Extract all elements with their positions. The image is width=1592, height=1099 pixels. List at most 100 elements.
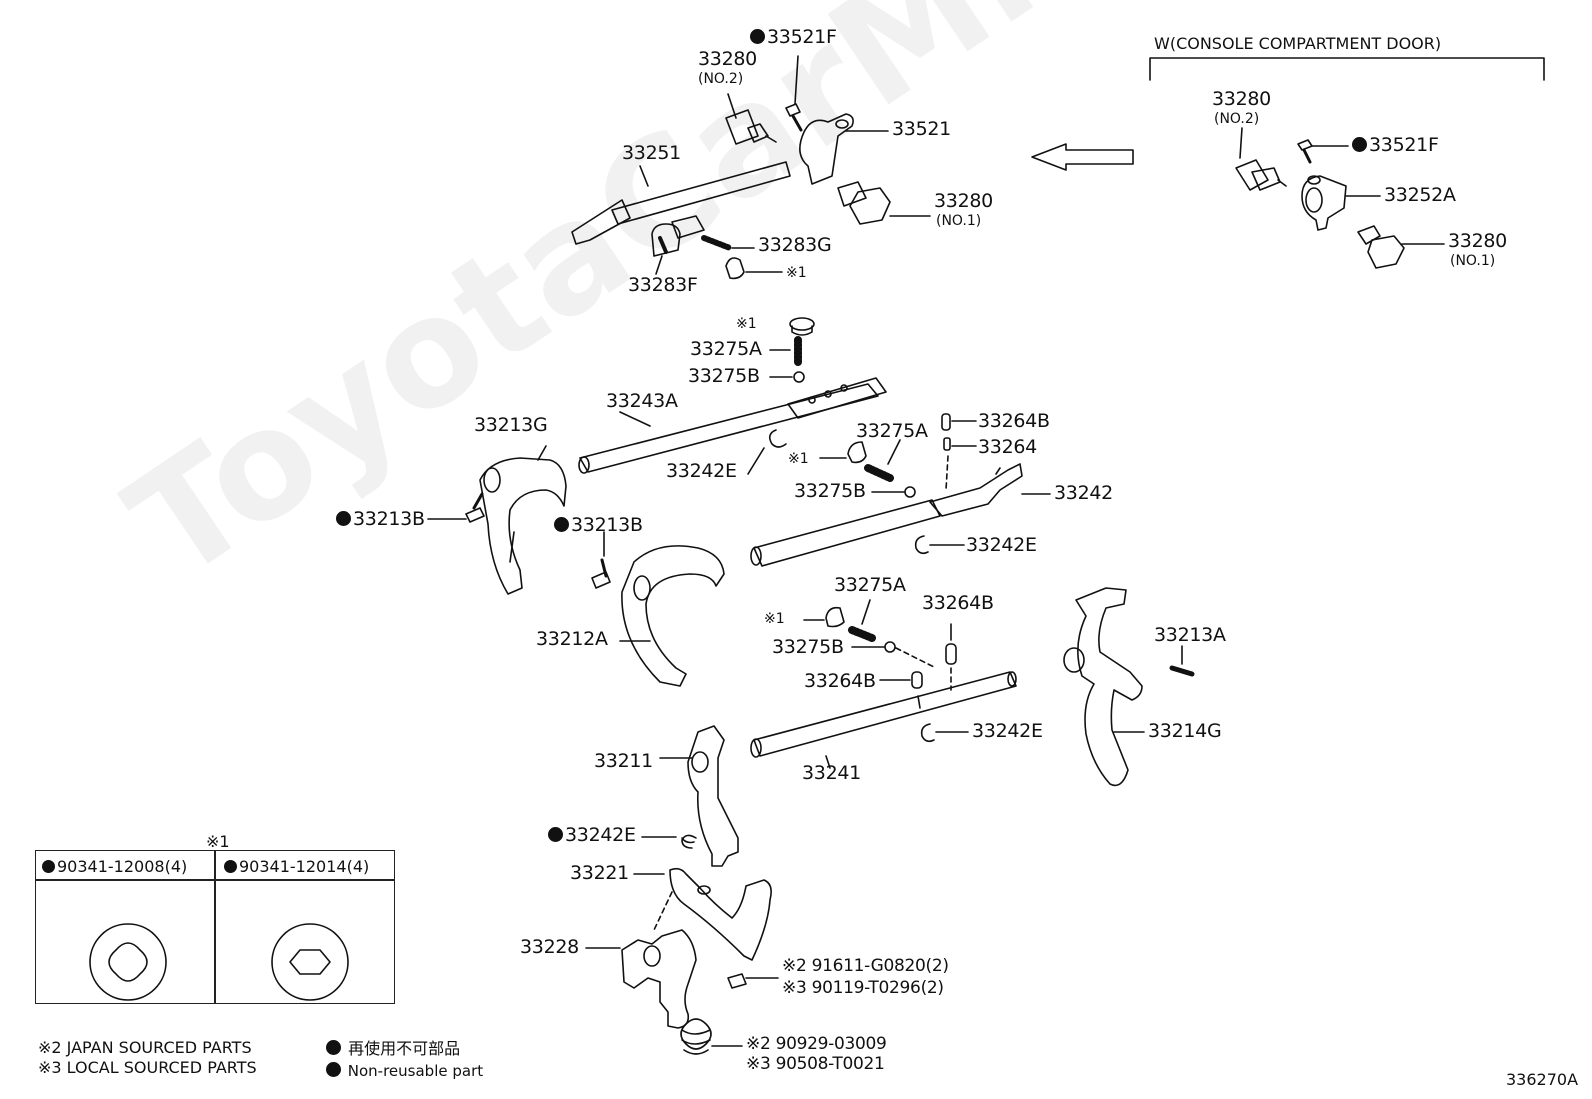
legend-bolt-hex: [271, 923, 349, 1001]
legend-left-part: 90341-12008(4): [42, 857, 187, 876]
label-33242: 33242: [1054, 482, 1113, 504]
label-33212A: 33212A: [536, 628, 608, 650]
ball-33275B-3: [851, 641, 937, 669]
pin-33280-no1-mid: [837, 181, 931, 225]
label-33213B-2: 33213B: [554, 516, 643, 535]
pin-33213A: [1169, 645, 1195, 677]
label-33264B-1: 33264B: [978, 410, 1050, 432]
label-bolt-jp: ※2 91611-G0820(2): [782, 956, 949, 976]
label-33275B-1: 33275B: [688, 365, 760, 387]
label-33221: 33221: [570, 862, 629, 884]
label-33275A-1: 33275A: [690, 338, 762, 360]
plug-ref1-c: [819, 441, 867, 464]
shaft-33243A: [578, 377, 887, 474]
clip-33242E-4: [641, 834, 697, 849]
label-33251: 33251: [622, 142, 681, 164]
label-33521F-top: 33521F: [750, 28, 837, 47]
lever-33221: [633, 867, 772, 961]
label-spring-local: ※3 90508-T0021: [746, 1054, 885, 1074]
fork-33214G: [1063, 587, 1145, 787]
fork-33213G: [479, 445, 567, 595]
lever-33521: [799, 113, 889, 185]
label-33280-top: 33280: [698, 48, 757, 70]
label-33264: 33264: [978, 436, 1037, 458]
bolt-33213B-1: [427, 492, 485, 523]
label-33242E-2: 33242E: [966, 534, 1037, 556]
pin-33264B-1: [941, 413, 977, 431]
lever-33228: [585, 929, 697, 1029]
spring-33275A-2: [864, 439, 901, 482]
ball-33275B-1: [769, 371, 805, 383]
inset-bracket: [1149, 57, 1545, 81]
legend-box: 90341-12008(4) 90341-12014(4): [35, 850, 395, 1004]
footnote-nonreuse-en: Non-reusable part: [326, 1062, 483, 1079]
label-ref1-b: ※1: [736, 316, 757, 332]
direction-arrow: [1031, 143, 1134, 171]
label-33283G: 33283G: [758, 234, 832, 256]
legend-divider-vertical: [214, 851, 216, 1003]
plug-ref1-top: [725, 257, 783, 280]
diagram-code: 336270A: [1506, 1070, 1579, 1089]
label-inset-33252A: 33252A: [1384, 184, 1456, 206]
label-ref1-c: ※1: [788, 451, 809, 467]
inset-pin-33280-no2: [1235, 127, 1287, 191]
label-33275A-3: 33275A: [834, 574, 906, 596]
plug-ref1-b: [789, 317, 815, 336]
inset-bolt-33521F: [1297, 139, 1349, 164]
label-inset-33280-no2: 33280: [1212, 88, 1271, 110]
label-spring-jp: ※2 90929-03009: [746, 1034, 887, 1054]
label-33280-mid-sub: (NO.1): [936, 213, 982, 229]
footnote-local: ※3 LOCAL SOURCED PARTS: [38, 1058, 257, 1077]
label-33275B-3: 33275B: [772, 636, 844, 658]
label-33213B-1: 33213B: [336, 510, 425, 529]
plug-ref1-d: [803, 606, 845, 628]
label-33264B-3: 33264B: [804, 670, 876, 692]
lever-33211: [659, 725, 739, 867]
spring-33275A-1: [769, 336, 802, 366]
label-33280-mid: 33280: [934, 190, 993, 212]
spring-33275A-3: [848, 599, 876, 642]
pin-33264B-2: [945, 623, 957, 691]
label-33283F: 33283F: [628, 274, 698, 296]
label-ref1-d: ※1: [764, 611, 785, 627]
clip-33242E-1: [747, 429, 787, 475]
label-33228: 33228: [520, 936, 579, 958]
label-33275A-2: 33275A: [856, 420, 928, 442]
label-33242E-1: 33242E: [666, 460, 737, 482]
bolt-91611: [727, 973, 779, 989]
label-inset-33521F: 33521F: [1352, 136, 1439, 155]
footnote-nonreuse-jp: 再使用不可部品: [326, 1040, 460, 1057]
shaft-33242: [750, 463, 1051, 567]
label-33241: 33241: [802, 762, 861, 784]
label-33213A: 33213A: [1154, 624, 1226, 646]
legend-divider-horizontal: [36, 879, 394, 881]
label-ref1-top: ※1: [786, 265, 807, 281]
label-bolt-local: ※3 90119-T0296(2): [782, 978, 944, 998]
clip-33242E-3: [920, 723, 969, 743]
spring-33283G: [701, 235, 755, 251]
inset-pin-33280-no1: [1357, 225, 1445, 269]
label-33214G: 33214G: [1148, 720, 1222, 742]
inset-lever-33252A: [1301, 175, 1381, 231]
label-33211: 33211: [594, 750, 653, 772]
label-inset-33280-no1-sub: (NO.1): [1450, 253, 1496, 269]
inset-header-note: W(CONSOLE COMPARTMENT DOOR): [1154, 34, 1442, 53]
label-33264B-2: 33264B: [922, 592, 994, 614]
pin-33264B-3: [879, 671, 923, 689]
plunger-33283F: [651, 215, 705, 275]
fork-33212A: [619, 545, 725, 687]
legend-right-part: 90341-12014(4): [224, 857, 369, 876]
shaft-33241: [750, 671, 1017, 769]
shaft-33251: [571, 161, 791, 245]
footnote-japan: ※2 JAPAN SOURCED PARTS: [38, 1038, 252, 1057]
bolt-33521F: [785, 55, 803, 132]
ball-33275B-2: [871, 486, 916, 498]
label-33243A: 33243A: [606, 390, 678, 412]
label-33275B-2: 33275B: [794, 480, 866, 502]
clip-33242E-2: [914, 535, 965, 555]
legend-title: ※1: [206, 832, 230, 851]
label-33213G: 33213G: [474, 414, 548, 436]
label-inset-33280-no2-sub: (NO.2): [1214, 111, 1260, 127]
legend-bolt-torx: [89, 923, 167, 1001]
